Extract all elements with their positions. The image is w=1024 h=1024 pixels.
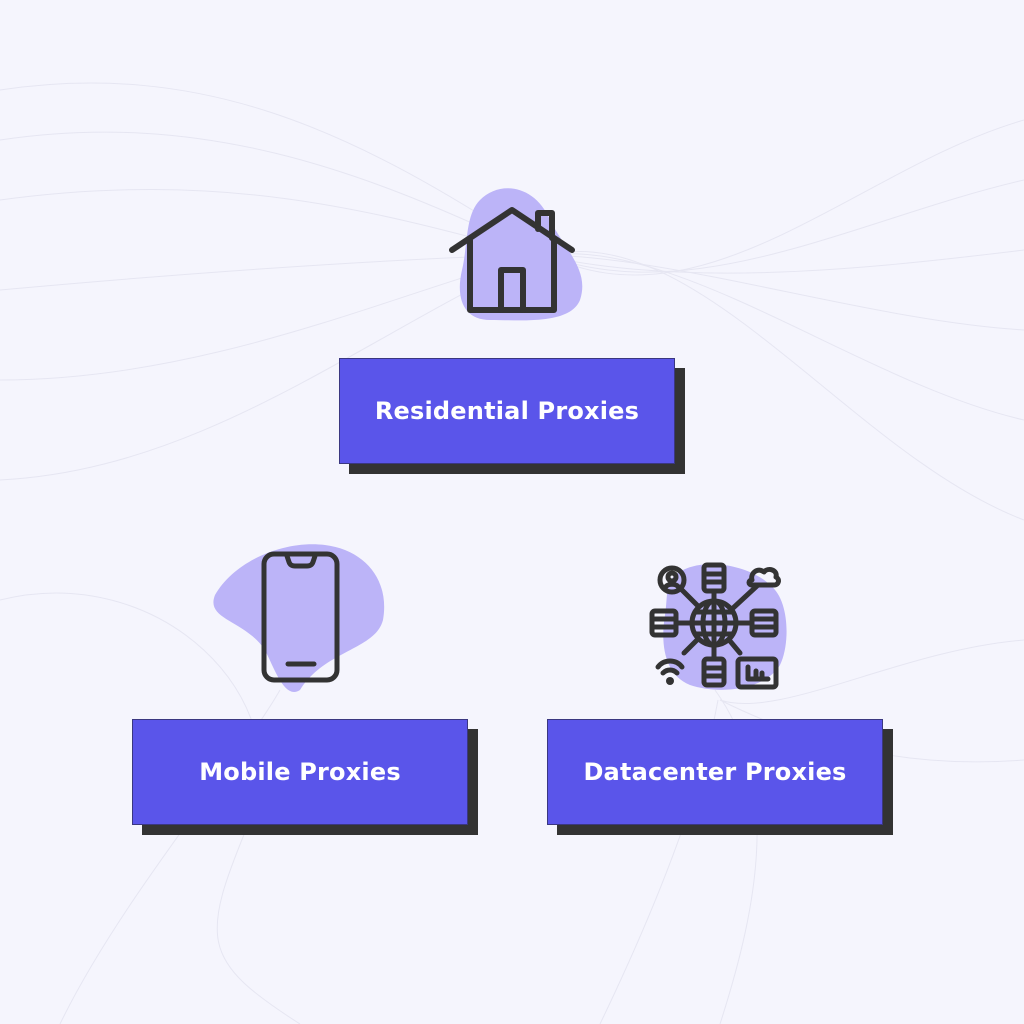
- datacenter-icon-group: [640, 555, 800, 695]
- mobile-proxies-box: Mobile Proxies: [132, 719, 478, 835]
- datacenter-proxies-box: Datacenter Proxies: [547, 719, 893, 835]
- network-globe-icon: [649, 562, 787, 690]
- residential-proxies-label: Residential Proxies: [339, 358, 675, 464]
- mobile-icon-group: [205, 540, 395, 700]
- datacenter-proxies-label: Datacenter Proxies: [547, 719, 883, 825]
- residential-icon-group: [440, 180, 600, 330]
- smartphone-icon: [213, 544, 385, 692]
- residential-proxies-box: Residential Proxies: [339, 358, 685, 474]
- mobile-proxies-label: Mobile Proxies: [132, 719, 468, 825]
- house-icon: [449, 188, 583, 321]
